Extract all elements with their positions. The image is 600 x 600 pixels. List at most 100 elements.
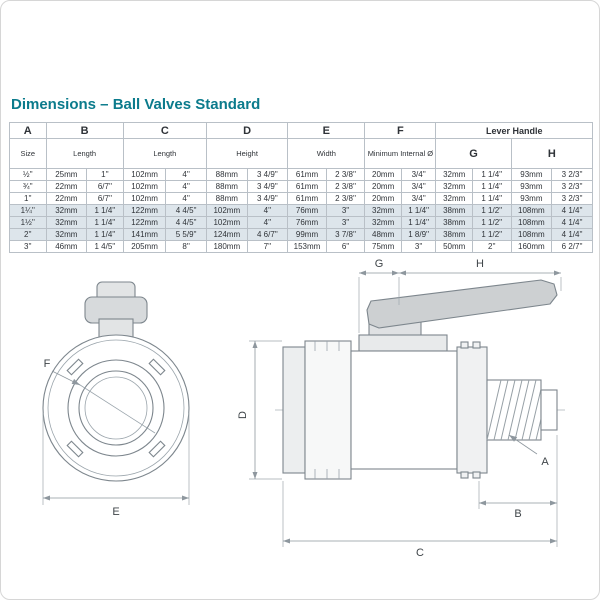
value-cell: 3 4/9'' <box>246 180 289 193</box>
value-cell: 4 1/4'' <box>551 216 593 229</box>
value-cell: 1 1/4'' <box>472 180 512 193</box>
value-cell: 88mm <box>205 168 248 181</box>
size-cell: 1½'' <box>9 216 47 229</box>
dimension-g: G <box>358 258 400 333</box>
value-cell: 4'' <box>165 192 207 205</box>
size-cell: ½'' <box>9 168 47 181</box>
value-cell: 93mm <box>510 192 553 205</box>
value-cell: 124mm <box>205 228 248 241</box>
value-cell: 2'' <box>472 240 512 253</box>
valve-body-side <box>282 334 558 480</box>
size-cell: 3'' <box>9 240 47 253</box>
value-cell: 1 1/2'' <box>472 216 512 229</box>
value-cell: 93mm <box>510 180 553 193</box>
size-cell: 1¼'' <box>9 204 47 217</box>
value-cell: 38mm <box>435 204 473 217</box>
value-cell: 4 4/5'' <box>165 216 207 229</box>
end-nipple <box>540 389 558 431</box>
value-cell: 3/4'' <box>400 192 437 205</box>
value-cell: 4'' <box>246 216 289 229</box>
value-cell: 1 1/4'' <box>472 192 512 205</box>
dim-label-h: H <box>476 258 484 270</box>
value-cell: 32mm <box>435 180 473 193</box>
value-cell: 153mm <box>287 240 327 253</box>
value-cell: 32mm <box>45 228 88 241</box>
value-cell: 2 3/8'' <box>325 192 366 205</box>
dimension-f: F <box>44 358 81 386</box>
col-header-g: G <box>435 138 512 169</box>
value-cell: 1 1/4'' <box>400 204 437 217</box>
value-cell: 1 1/4'' <box>86 216 124 229</box>
dimension-h: H <box>399 258 562 291</box>
dimension-c: C <box>282 435 558 559</box>
value-cell: 7'' <box>246 240 289 253</box>
value-cell: 1 8/9'' <box>400 228 437 241</box>
value-cell: 48mm <box>364 228 402 241</box>
col-subheader-size: Size <box>9 138 47 169</box>
value-cell: 32mm <box>435 168 473 181</box>
value-cell: 1 1/2'' <box>472 204 512 217</box>
value-cell: 1 1/4'' <box>472 168 512 181</box>
value-cell: 61mm <box>287 180 327 193</box>
value-cell: 102mm <box>122 180 167 193</box>
valve-body-front <box>42 334 190 482</box>
value-cell: 160mm <box>510 240 553 253</box>
col-subheader-b-length: Length <box>45 138 124 169</box>
value-cell: 3'' <box>325 204 366 217</box>
flange-slots <box>66 358 166 458</box>
value-cell: 4 1/4'' <box>551 204 593 217</box>
value-cell: 20mm <box>364 168 402 181</box>
col-header-e: E <box>287 122 366 139</box>
dimension-b: B <box>478 481 557 520</box>
dim-label-a: A <box>541 456 549 468</box>
value-cell: 25mm <box>45 168 88 181</box>
value-cell: 4'' <box>165 180 207 193</box>
value-cell: 6/7'' <box>86 192 124 205</box>
value-cell: 108mm <box>510 204 553 217</box>
value-cell: 122mm <box>122 204 167 217</box>
value-cell: 180mm <box>205 240 248 253</box>
value-cell: 3'' <box>400 240 437 253</box>
value-cell: 50mm <box>435 240 473 253</box>
size-cell: 1'' <box>9 192 47 205</box>
col-header-f: F <box>364 122 437 139</box>
dim-label-f: F <box>44 358 51 370</box>
value-cell: 75mm <box>364 240 402 253</box>
header-subtitles-row: Size Length Length Height Width Minimum … <box>9 138 594 169</box>
value-cell: 3 7/8'' <box>325 228 366 241</box>
value-cell: 3/4'' <box>400 180 437 193</box>
value-cell: 6 2/7'' <box>551 240 593 253</box>
right-nut <box>456 346 488 474</box>
threaded-end <box>486 379 542 441</box>
value-cell: 76mm <box>287 216 327 229</box>
value-cell: 205mm <box>122 240 167 253</box>
value-cell: 8'' <box>165 240 207 253</box>
dim-label-b: B <box>514 508 521 520</box>
value-cell: 93mm <box>510 168 553 181</box>
value-cell: 4 4/5'' <box>165 204 207 217</box>
col-header-b: B <box>45 122 124 139</box>
value-cell: 3 2/3'' <box>551 180 593 193</box>
value-cell: 6/7'' <box>86 180 124 193</box>
value-cell: 108mm <box>510 216 553 229</box>
value-cell: 141mm <box>122 228 167 241</box>
value-cell: 61mm <box>287 168 327 181</box>
dimension-d: D <box>237 340 282 480</box>
page-title: Dimensions – Ball Valves Standard <box>11 96 261 113</box>
value-cell: 32mm <box>364 216 402 229</box>
handle-arm <box>366 279 558 329</box>
value-cell: 1 4/5'' <box>86 240 124 253</box>
value-cell: 22mm <box>45 180 88 193</box>
value-cell: 3'' <box>325 216 366 229</box>
value-cell: 102mm <box>122 192 167 205</box>
value-cell: 32mm <box>435 192 473 205</box>
handle-mount-plate <box>358 334 448 352</box>
union-nut <box>304 340 352 480</box>
header-letters-row: A B C D E F Lever Handle <box>9 122 593 139</box>
